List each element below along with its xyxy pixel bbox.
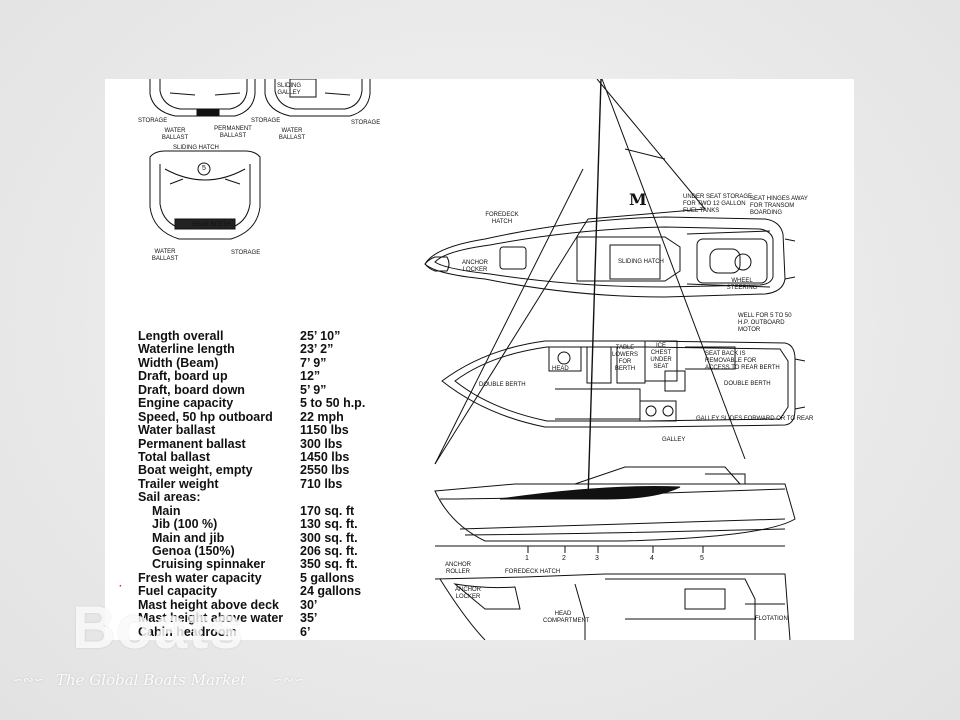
sail-plan [434, 79, 746, 500]
label-double-berth: DOUBLE BERTH [479, 382, 526, 388]
spec-label: Jib (100 %) [152, 517, 218, 532]
spec-label: Draft, board up [138, 369, 228, 384]
interior-plan [441, 340, 806, 428]
spec-label: Engine capacity [138, 396, 234, 411]
spec-value: 12” [300, 369, 321, 384]
label-storage-3: STORAGE [351, 120, 381, 126]
label-rear-berth: REAR BERTH [192, 222, 231, 228]
label-sliding-hatch-deck: SLIDING HATCH [618, 259, 664, 265]
label-seat-hinges: SEAT HINGES AWAY FOR TRANSOM BOARDING [750, 196, 808, 216]
watermark-tagline: The Global Boats Market [56, 671, 247, 689]
spec-label: Length overall [138, 329, 224, 343]
spec-value: 24 gallons [300, 584, 362, 599]
spec-label: Boat weight, empty [138, 463, 253, 478]
label-wheel-steering: WHEEL STEERING [726, 278, 758, 291]
label-anchor-locker: ANCHOR LOCKER [461, 260, 488, 273]
label-outboard-well: WELL FOR 5 TO 50 H.P. OUTBOARD MOTOR [738, 313, 792, 333]
spec-label: Speed, 50 hp outboard [138, 409, 273, 424]
watermark-logo: Boats [72, 594, 244, 661]
spec-label: Permanent ballast [138, 436, 246, 451]
label-storage-4: STORAGE [231, 250, 261, 256]
label-sliding-galley: SLIDING GALLEY [276, 83, 301, 96]
label-foredeck-hatch-2: FOREDECK HATCH [505, 569, 561, 575]
label-permanent-ballast: PERMANENT BALLAST [214, 126, 252, 139]
label-storage-1: STORAGE [138, 118, 168, 124]
spec-label: Main [152, 503, 181, 518]
spec-label: Width (Beam) [138, 355, 219, 370]
spec-value: 30’ [300, 597, 318, 612]
spec-value: 23’ 2” [300, 342, 334, 357]
label-flotation: FLOTATION [755, 616, 788, 622]
spec-label: Genoa (150%) [152, 544, 235, 558]
label-under-seat-storage: UNDER SEAT STORAGE FOR TWO 12 GALLON FUE… [683, 194, 753, 214]
spec-value: 25’ 10” [300, 329, 341, 343]
spec-label: Waterline length [138, 342, 235, 357]
spec-value: 1450 lbs [300, 449, 350, 464]
label-head-compartment: HEAD COMPARTMENT [543, 611, 590, 624]
label-galley: GALLEY [662, 437, 686, 443]
label-seat-back: SEAT BACK IS REMOVABLE FOR ACCESS TO REA… [705, 351, 780, 371]
station-3: 3 [595, 555, 599, 562]
spec-value: 5 to 50 h.p. [300, 396, 366, 411]
label-storage-2: STORAGE [251, 118, 281, 124]
spec-value: 5 gallons [300, 570, 355, 585]
label-section-5: 5 [202, 165, 206, 172]
spec-value: 130 sq. ft. [300, 517, 358, 532]
spec-label: Sail areas: [138, 490, 201, 505]
hull-profile [434, 466, 796, 547]
label-water-ballast-2: WATER BALLAST [278, 128, 306, 141]
spec-value: 6’ [300, 624, 311, 639]
label-double-berth-aft: DOUBLE BERTH [724, 381, 771, 387]
spec-value: 5’ 9” [300, 382, 327, 397]
spec-value: 35’ [300, 611, 318, 626]
spec-value: 7’ 9” [300, 355, 327, 370]
deck-plan [424, 216, 796, 298]
section-view-2 [264, 79, 371, 117]
watermark-ornament-right: ∽∾∽ [272, 672, 305, 687]
label-sliding-hatch: SLIDING HATCH [173, 145, 219, 151]
spec-value: 350 sq. ft. [300, 557, 358, 572]
spec-label: Water ballast [138, 423, 216, 438]
spec-label: Draft, board down [138, 382, 245, 397]
station-markers [435, 545, 785, 553]
spec-label: Mast height above water [138, 611, 284, 626]
station-5: 5 [700, 555, 704, 562]
station-2: 2 [562, 555, 566, 562]
spec-label: Cruising spinnaker [152, 557, 266, 572]
spec-value: 170 sq. ft [300, 503, 355, 518]
spec-label: Mast height above deck [138, 597, 280, 612]
cutaway-profile [434, 573, 791, 640]
spec-value: 300 lbs [300, 436, 343, 451]
boat-drawings [149, 79, 806, 640]
spec-label: Total ballast [138, 449, 211, 464]
station-4: 4 [650, 555, 654, 562]
spec-value: 1150 lbs [300, 423, 349, 438]
brochure-sheet: STORAGE WATER BALLAST PERMANENT BALLAST … [105, 79, 854, 640]
spec-label: Main and jib [152, 530, 225, 545]
label-foredeck-hatch: FOREDECK HATCH [485, 212, 519, 225]
label-table: TABLE LOWERS FOR BERTH [611, 345, 638, 372]
spec-label: Fuel capacity [138, 584, 218, 599]
spec-value: 710 lbs [300, 476, 343, 491]
label-anchor-roller: ANCHOR ROLLER [444, 562, 471, 575]
label-anchor-locker-2: ANCHOR LOCKER [454, 587, 481, 600]
label-water-ballast-1: WATER BALLAST [161, 128, 189, 141]
spec-value: 2550 lbs [300, 463, 350, 478]
spec-label: Cabin headroom [138, 624, 237, 639]
station-1: 1 [525, 555, 529, 562]
spec-value: 300 sq. ft. [300, 530, 358, 545]
spec-value: 22 mph [300, 409, 344, 424]
label-ice-chest: ICE CHEST UNDER SEAT [650, 343, 672, 370]
label-water-ballast-3: WATER BALLAST [151, 249, 179, 262]
label-head: HEAD [552, 366, 569, 372]
red-marker: · [119, 581, 123, 592]
watermark-ornament-left: ∽∾∽ [12, 672, 45, 687]
section-view-1 [149, 79, 256, 117]
label-galley-slides: GALLEY SLIDES FORWARD OR TO REAR [696, 416, 814, 422]
spec-label: Trailer weight [138, 476, 219, 491]
sail-logo: M [629, 190, 647, 209]
spec-label: Fresh water capacity [138, 570, 262, 585]
spec-value: 206 sq. ft. [300, 544, 358, 558]
section-view-5 [149, 150, 261, 240]
